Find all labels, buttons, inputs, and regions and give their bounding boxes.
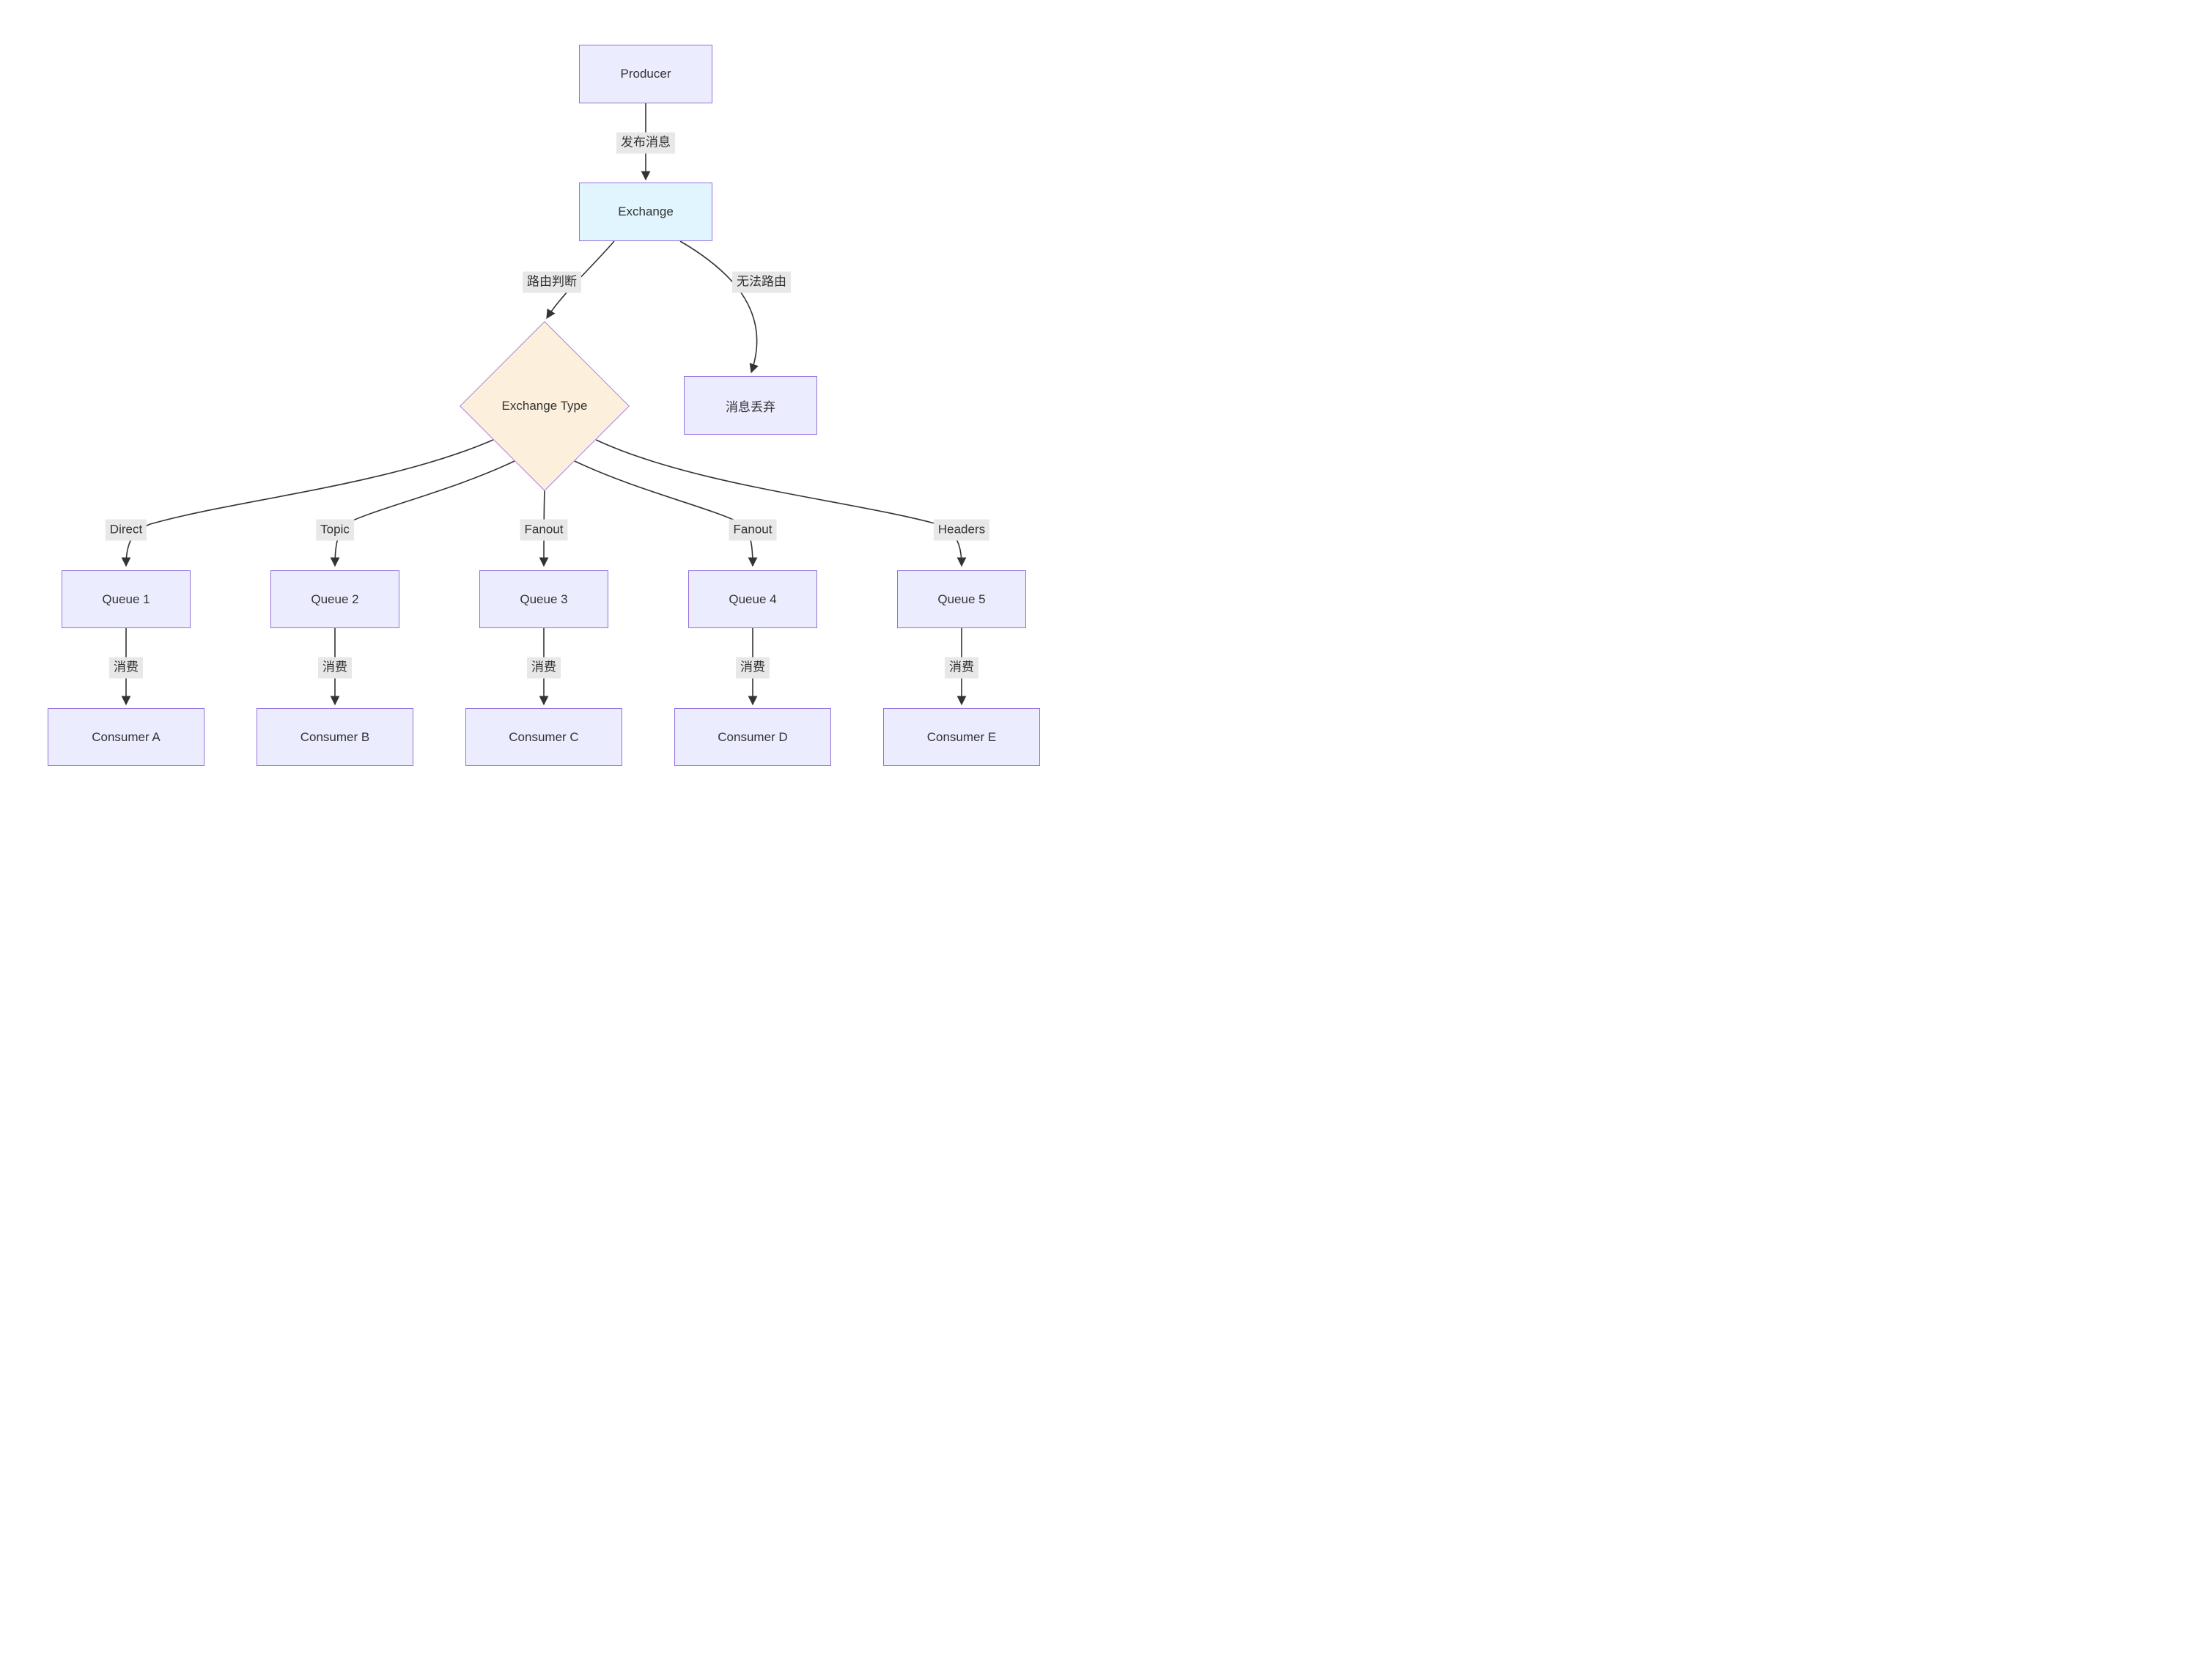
type-label-fanout-1: Fanout — [520, 519, 568, 541]
consumer-b-label: Consumer B — [300, 729, 370, 744]
edge-type-topic — [330, 460, 515, 567]
type-label-fanout-2: Fanout — [729, 519, 777, 541]
type-label-topic: Topic — [316, 519, 354, 541]
consumer-a-node: Consumer A — [48, 708, 204, 766]
edge-type-fanout-2 — [574, 460, 758, 567]
type-label-headers: Headers — [933, 519, 990, 541]
queue-1-label: Queue 1 — [102, 592, 150, 606]
queue-4-node: Queue 4 — [688, 570, 817, 628]
consumer-e-label: Consumer E — [926, 729, 997, 744]
consumer-d-label: Consumer D — [718, 729, 788, 744]
queue-2-node: Queue 2 — [270, 570, 399, 628]
consumer-c-label: Consumer C — [509, 729, 579, 744]
consumer-b-node: Consumer B — [257, 708, 413, 766]
type-label-direct: Direct — [105, 519, 147, 541]
consumer-c-node: Consumer C — [465, 708, 622, 766]
publish-edge-label: 发布消息 — [616, 132, 675, 154]
queue-3-node: Queue 3 — [479, 570, 608, 628]
queue-4-label: Queue 4 — [729, 592, 777, 606]
queue-2-label: Queue 2 — [311, 592, 359, 606]
consume-label-1: 消费 — [109, 657, 143, 679]
diagram-canvas: Producer 发布消息 Exchange 路由判断 无法路由 Exchang… — [0, 0, 1106, 830]
edge-type-headers — [595, 439, 967, 567]
exchange-type-node: Exchange Type — [460, 321, 630, 491]
consume-label-2: 消费 — [318, 657, 352, 679]
queue-5-node: Queue 5 — [897, 570, 1026, 628]
exchange-node: Exchange — [579, 183, 712, 241]
discard-label: 消息丢弃 — [726, 399, 775, 414]
queue-5-label: Queue 5 — [937, 592, 986, 606]
consume-label-4: 消费 — [736, 657, 770, 679]
edge-exchange-discard — [679, 240, 759, 374]
producer-label: Producer — [620, 67, 671, 81]
consume-label-3: 消费 — [527, 657, 561, 679]
producer-node: Producer — [579, 45, 712, 103]
consumer-d-node: Consumer D — [674, 708, 831, 766]
discard-node: 消息丢弃 — [684, 376, 817, 435]
route-edge-label: 路由判断 — [523, 271, 581, 293]
no-route-edge-label: 无法路由 — [732, 271, 791, 293]
queue-3-label: Queue 3 — [520, 592, 568, 606]
exchange-label: Exchange — [618, 205, 674, 218]
consumer-a-label: Consumer A — [92, 729, 161, 744]
edge-type-direct — [121, 439, 494, 567]
exchange-type-label: Exchange Type — [501, 399, 588, 413]
consumer-e-node: Consumer E — [883, 708, 1040, 766]
queue-1-node: Queue 1 — [62, 570, 191, 628]
consume-label-5: 消费 — [945, 657, 978, 679]
